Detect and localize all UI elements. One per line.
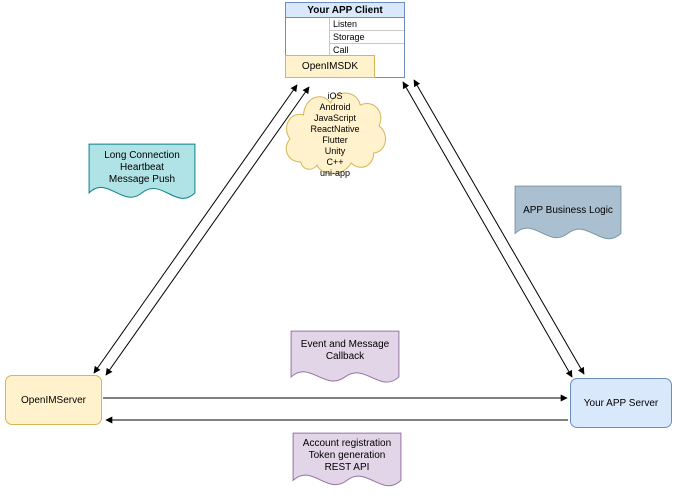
app-server-box: Your APP Server [570, 378, 672, 428]
note-rest-api: Account registration Token generation RE… [292, 432, 402, 498]
client-left-pane [286, 18, 330, 57]
client-row-storage: Storage [330, 31, 404, 44]
client-title: Your APP Client [286, 3, 404, 18]
note-shape [88, 143, 196, 211]
note-shape [292, 432, 402, 498]
note-rest-api-text: Account registration Token generation RE… [292, 432, 402, 474]
platform-cpp: C++ [326, 157, 344, 167]
app-server-label: Your APP Server [583, 397, 659, 409]
note-app-business-logic-text: APP Business Logic [514, 185, 622, 217]
note-line: Long Connection [104, 150, 180, 161]
arrow-openimserver-sdk-1 [93, 84, 298, 374]
note-line: APP Business Logic [523, 205, 613, 216]
note-app-business-logic: APP Business Logic [514, 185, 622, 251]
platform-ios: iOS [327, 91, 343, 101]
note-line: Token generation [308, 450, 386, 461]
note-line: Message Push [108, 174, 176, 185]
note-long-connection: Long Connection Heartbeat Message Push [88, 143, 196, 211]
platform-reactnative: ReactNative [310, 124, 360, 134]
note-shape [290, 330, 400, 394]
note-event-callback: Event and Message Callback [290, 330, 400, 394]
client-body: Listen Storage Call [286, 18, 404, 57]
client-box: Your APP Client Listen Storage Call Open… [285, 2, 405, 78]
platform-uniapp: uni-app [319, 168, 351, 178]
cloud-platform-list: iOS Android JavaScript ReactNative Flutt… [281, 82, 389, 179]
openim-server-box: OpenIMServer [5, 375, 102, 425]
cloud-shape [281, 82, 389, 186]
note-event-callback-text: Event and Message Callback [290, 330, 400, 363]
note-line: Heartbeat [120, 162, 164, 173]
client-row-listen: Listen [330, 18, 404, 31]
client-row-call: Call [333, 45, 349, 55]
note-long-connection-text: Long Connection Heartbeat Message Push [88, 143, 196, 186]
note-line: Account registration [302, 438, 392, 449]
openimsdk-box: OpenIMSDK [285, 55, 375, 78]
platform-android: Android [319, 102, 351, 112]
client-right-pane: Listen Storage Call [330, 18, 404, 57]
note-line: REST API [324, 462, 370, 473]
openim-server-label: OpenIMServer [20, 394, 87, 406]
note-shape [514, 185, 622, 251]
platform-flutter: Flutter [322, 135, 348, 145]
platform-unity: Unity [324, 146, 346, 156]
platform-javascript: JavaScript [313, 113, 357, 123]
note-line: Event and Message [300, 339, 390, 350]
platform-cloud: iOS Android JavaScript ReactNative Flutt… [281, 82, 389, 186]
arrow-openimserver-sdk-2 [105, 86, 310, 376]
note-line: Callback [325, 351, 365, 362]
